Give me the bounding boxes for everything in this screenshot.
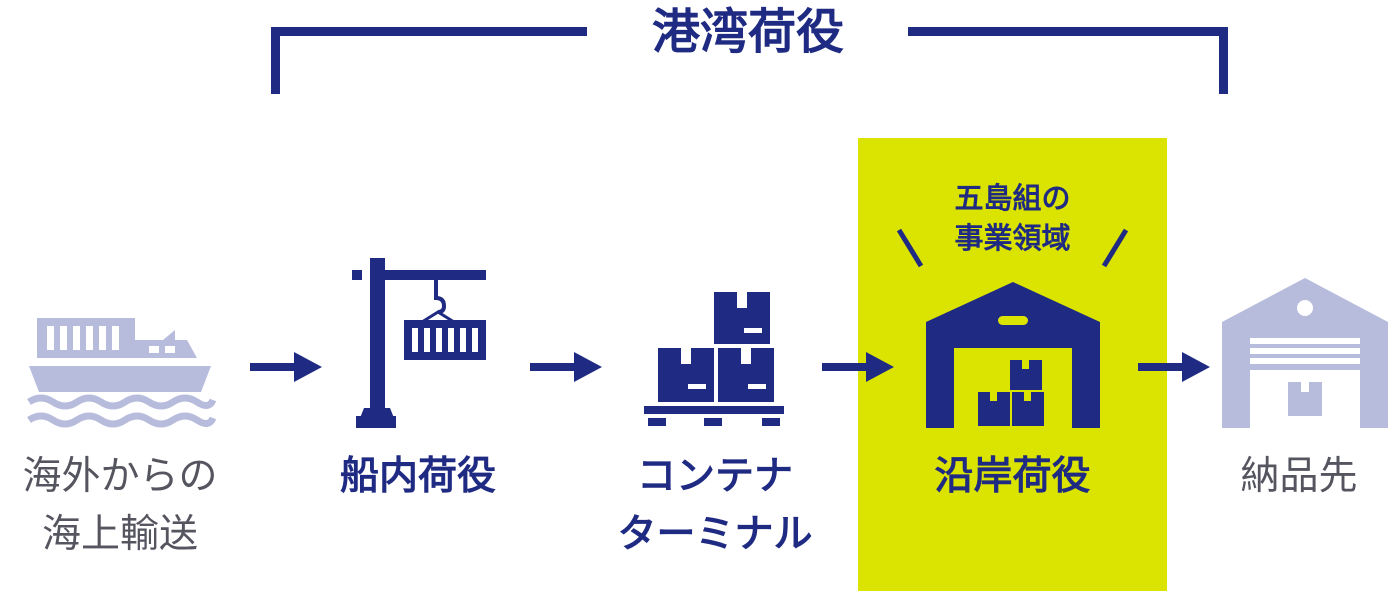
bracket-top-left [271, 27, 587, 36]
bracket-left-leg [271, 27, 280, 94]
step-label-coastal: 沿岸荷役 [934, 454, 1091, 499]
delivery-warehouse-icon [1222, 278, 1388, 428]
arrow-1-icon [250, 352, 322, 382]
cargo-ship-icon [27, 318, 217, 428]
tag-slash-right-icon [1101, 228, 1129, 268]
bracket-right-leg [1219, 27, 1228, 94]
crane-icon [352, 258, 486, 428]
pallet-boxes-icon [644, 292, 784, 426]
step-label-ship: 船内荷役 [339, 454, 496, 499]
business-area-tag: 五島組の 事業領域 [858, 178, 1167, 258]
arrow-2-icon [530, 352, 602, 382]
step-label-delivery: 納品先 [1240, 454, 1358, 499]
tag-line-2: 事業領域 [954, 221, 1071, 255]
step-label-sea: 海外からの 海上輸送 [22, 454, 218, 557]
step-label-container: コンテナ ターミナル [617, 454, 813, 557]
arrow-4-icon [1138, 352, 1210, 382]
warehouse-icon [926, 282, 1100, 428]
bracket-top-right [908, 27, 1228, 36]
tag-line-1: 五島組の [954, 181, 1071, 215]
arrow-3-icon [822, 352, 894, 382]
bracket-title: 港湾荷役 [651, 4, 844, 60]
tag-slash-left-icon [896, 228, 924, 268]
